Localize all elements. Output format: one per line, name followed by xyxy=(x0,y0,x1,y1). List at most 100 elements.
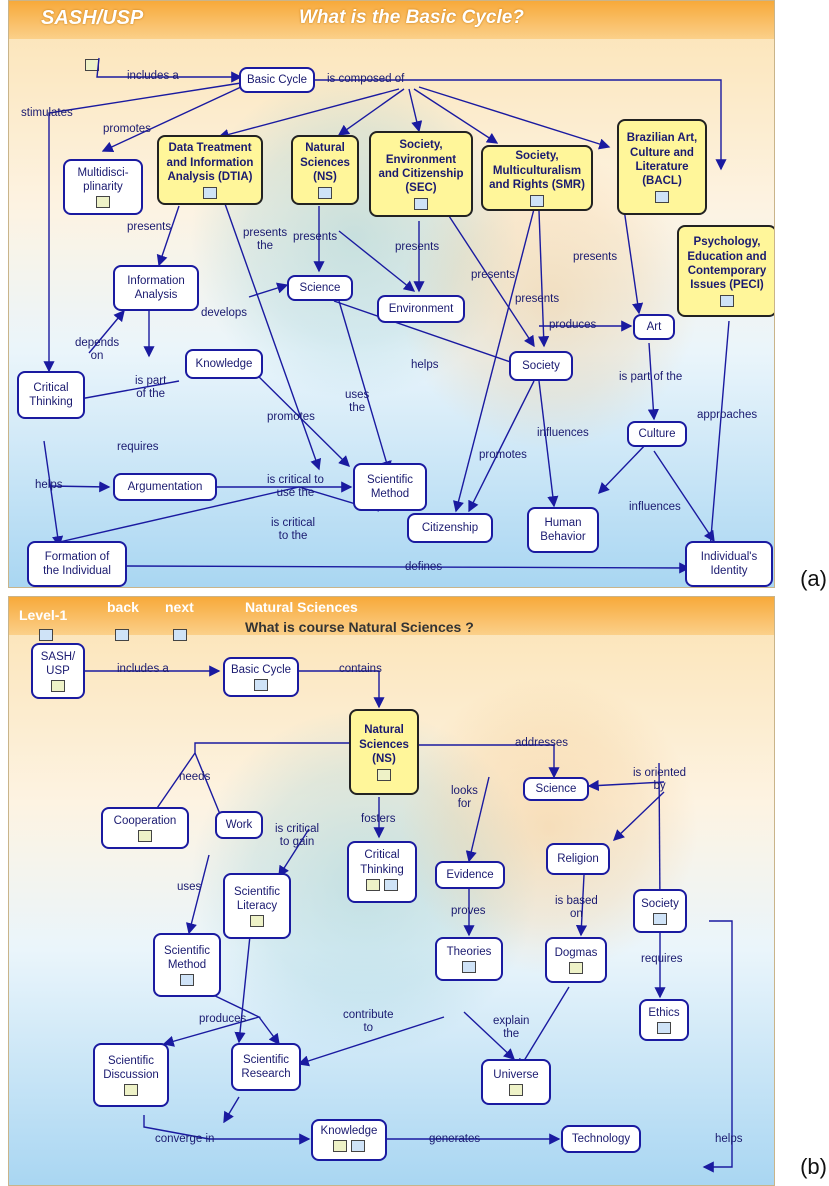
link-label: includes a xyxy=(127,70,179,82)
node-formation-of-the-individual[interactable]: Formation of the Individual xyxy=(27,541,127,587)
document-icon[interactable] xyxy=(377,768,391,781)
link-label: approaches xyxy=(697,409,758,421)
node-technology[interactable]: Technology xyxy=(561,1125,641,1153)
link-label: is part of the xyxy=(135,375,167,401)
node-universe[interactable]: Universe xyxy=(481,1059,551,1105)
node-science[interactable]: Science xyxy=(523,777,589,801)
document-icon[interactable] xyxy=(96,196,110,209)
node-label: Multidisci- plinarity xyxy=(77,166,129,193)
logo-text: SASH/USP xyxy=(41,7,144,29)
node-human-behavior[interactable]: Human Behavior xyxy=(527,507,599,553)
concept-map-icon[interactable] xyxy=(115,629,129,641)
node-scientific-research[interactable]: Scientific Research xyxy=(231,1043,301,1091)
node-dtia[interactable]: Data Treatment and Information Analysis … xyxy=(157,135,263,205)
concept-map-icon[interactable] xyxy=(350,1140,365,1152)
node-label: Theories xyxy=(446,945,492,958)
document-icon[interactable] xyxy=(333,1140,348,1152)
node-smr[interactable]: Society, Multiculturalism and Rights (SM… xyxy=(481,145,593,211)
link-label: contribute to xyxy=(343,1009,394,1035)
concept-map-icon[interactable] xyxy=(383,879,398,892)
node-work[interactable]: Work xyxy=(215,811,263,839)
link-label: influences xyxy=(629,501,681,513)
node-natural-sciences[interactable]: Natural Sciences (NS) xyxy=(349,709,419,795)
concept-map-icon[interactable] xyxy=(414,197,428,210)
node-label: Brazilian Art, Culture and Literature (B… xyxy=(626,132,698,188)
node-label: Society, Environment and Citizenship (SE… xyxy=(378,139,464,195)
node-sec[interactable]: Society, Environment and Citizenship (SE… xyxy=(369,131,473,217)
document-icon[interactable] xyxy=(509,1084,523,1097)
node-dogmas[interactable]: Dogmas xyxy=(545,937,607,983)
concept-map-icon[interactable] xyxy=(203,186,217,199)
document-icon[interactable] xyxy=(250,915,264,928)
concept-map-icon[interactable] xyxy=(720,294,734,307)
node-ethics[interactable]: Ethics xyxy=(639,999,689,1041)
link-label: presents xyxy=(293,231,338,243)
node-religion[interactable]: Religion xyxy=(546,843,610,875)
node-label: Society, Multiculturalism and Rights (SM… xyxy=(489,150,585,192)
icon-group xyxy=(366,877,398,895)
node-art[interactable]: Art xyxy=(633,314,675,340)
node-multidisciplinarity[interactable]: Multidisci- plinarity xyxy=(63,159,143,215)
nav-next-link[interactable]: next xyxy=(165,599,194,615)
link-label: produces xyxy=(549,319,597,331)
node-critical-thinking[interactable]: Critical Thinking xyxy=(347,841,417,903)
link-label: presents xyxy=(395,241,440,253)
node-individuals-identity[interactable]: Individual's Identity xyxy=(685,541,773,587)
node-science[interactable]: Science xyxy=(287,275,353,301)
header-bar xyxy=(9,1,774,39)
document-icon[interactable] xyxy=(138,830,152,843)
node-label: Ethics xyxy=(648,1006,680,1019)
document-icon[interactable] xyxy=(51,680,65,693)
node-sash-usp[interactable]: SASH/ USP xyxy=(31,643,85,699)
node-cooperation[interactable]: Cooperation xyxy=(101,807,189,849)
concept-map-icon[interactable] xyxy=(530,194,544,207)
node-basic-cycle[interactable]: Basic Cycle xyxy=(223,657,299,697)
node-evidence[interactable]: Evidence xyxy=(435,861,505,889)
nav-back-link[interactable]: back xyxy=(107,599,139,615)
node-label: Scientific Discussion xyxy=(103,1054,159,1081)
concept-map-icon[interactable] xyxy=(653,913,667,926)
node-citizenship[interactable]: Citizenship xyxy=(407,513,493,543)
node-society[interactable]: Society xyxy=(633,889,687,933)
node-bacl[interactable]: Brazilian Art, Culture and Literature (B… xyxy=(617,119,707,215)
concept-map-icon[interactable] xyxy=(254,679,268,692)
link-label: is critical to gain xyxy=(275,823,320,849)
nav-level-1-link[interactable]: Level-1 xyxy=(19,607,68,623)
link-label: is oriented by xyxy=(633,767,687,793)
node-environment[interactable]: Environment xyxy=(377,295,465,323)
concept-map-icon[interactable] xyxy=(39,629,53,641)
concept-map-icon[interactable] xyxy=(318,186,332,199)
document-icon[interactable] xyxy=(124,1084,138,1097)
node-knowledge[interactable]: Knowledge xyxy=(311,1119,387,1161)
node-knowledge[interactable]: Knowledge xyxy=(185,349,263,379)
link-label: is part of the xyxy=(619,371,683,383)
node-peci[interactable]: Psychology, Education and Contemporary I… xyxy=(677,225,774,317)
node-culture[interactable]: Culture xyxy=(627,421,687,447)
concept-map-icon[interactable] xyxy=(655,190,669,203)
node-critical-thinking[interactable]: Critical Thinking xyxy=(17,371,85,419)
link-label: needs xyxy=(179,771,211,783)
document-icon[interactable] xyxy=(569,962,583,975)
node-label: Natural Sciences (NS) xyxy=(300,142,350,184)
concept-map-icon[interactable] xyxy=(173,629,187,641)
node-argumentation[interactable]: Argumentation xyxy=(113,473,217,501)
concept-map-icon[interactable] xyxy=(657,1022,671,1035)
node-scientific-literacy[interactable]: Scientific Literacy xyxy=(223,873,291,939)
link-label: uses the xyxy=(345,389,370,415)
node-scientific-discussion[interactable]: Scientific Discussion xyxy=(93,1043,169,1107)
node-information-analysis[interactable]: Information Analysis xyxy=(113,265,199,311)
link-label: addresses xyxy=(515,737,569,749)
concept-map-icon[interactable] xyxy=(462,961,476,974)
link-label: promotes xyxy=(267,411,315,423)
node-label: Cooperation xyxy=(113,814,177,827)
concept-map-icon[interactable] xyxy=(180,974,194,987)
header-bar xyxy=(9,597,774,635)
node-theories[interactable]: Theories xyxy=(435,937,503,981)
node-society[interactable]: Society xyxy=(509,351,573,381)
node-scientific-method[interactable]: Scientific Method xyxy=(153,933,221,997)
link-label: helps xyxy=(411,359,439,371)
document-icon[interactable] xyxy=(366,879,381,892)
node-natural-sciences[interactable]: Natural Sciences (NS) xyxy=(291,135,359,205)
node-basic-cycle[interactable]: Basic Cycle xyxy=(239,67,315,93)
node-scientific-method[interactable]: Scientific Method xyxy=(353,463,427,511)
